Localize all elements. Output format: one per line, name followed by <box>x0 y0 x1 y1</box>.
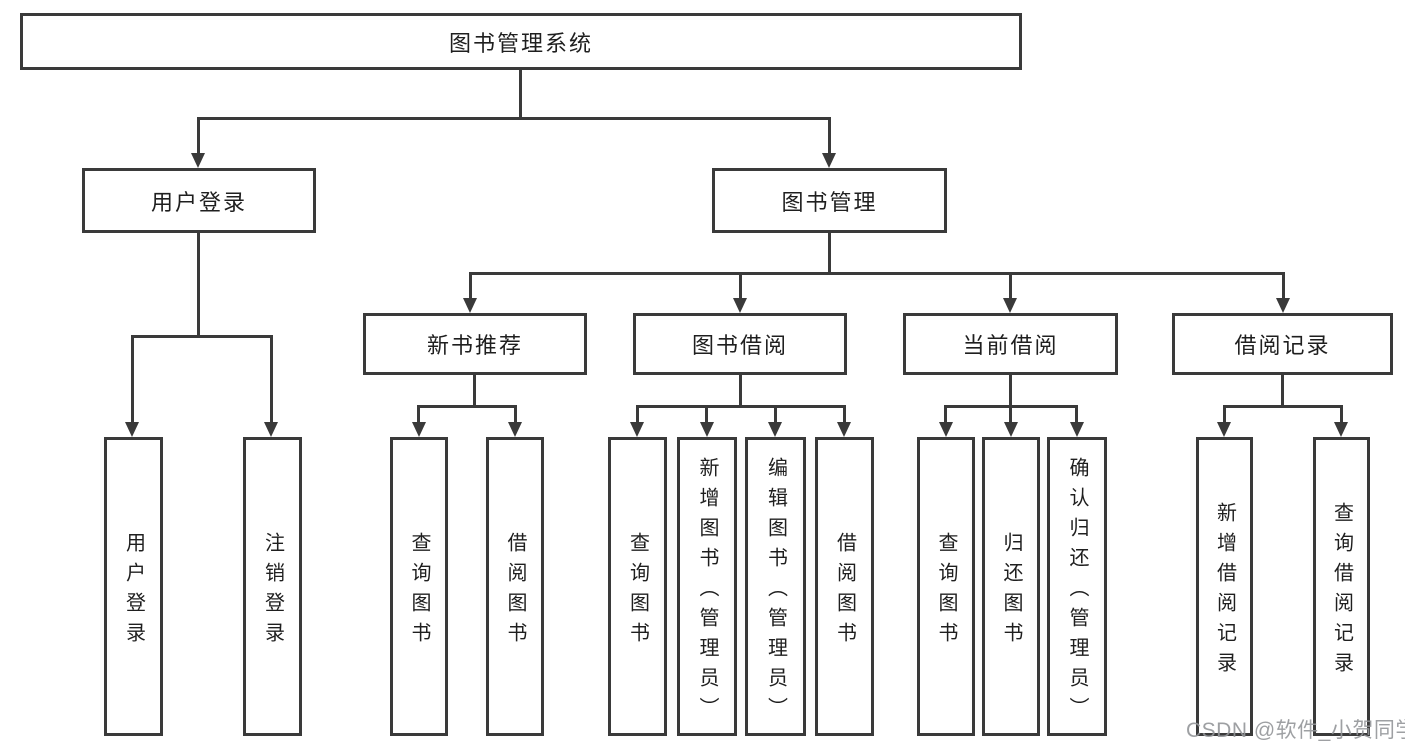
connector-line <box>843 405 846 422</box>
leaf-logout: 注销登录 <box>243 437 302 736</box>
connector-line <box>1009 405 1012 422</box>
arrowhead-down <box>822 153 836 168</box>
connector-line <box>1223 405 1226 422</box>
leaf-add-book-admin: 新增图书（管理员） <box>677 437 737 736</box>
node-label: 借阅记录 <box>1234 333 1331 358</box>
connector-line <box>636 405 639 422</box>
arrowhead-down <box>1070 422 1084 437</box>
arrowhead-down <box>125 422 139 437</box>
connector-line <box>131 335 134 422</box>
connector-line <box>519 70 522 118</box>
connector-line <box>739 272 742 298</box>
leaf-return-book: 归还图书 <box>982 437 1040 736</box>
connector-line <box>417 405 517 408</box>
leaf-add-borrow-record: 新增借阅记录 <box>1196 437 1253 736</box>
arrowhead-down <box>264 422 278 437</box>
leaf-query-borrow-record: 查询借阅记录 <box>1313 437 1370 736</box>
node-borrow-records: 借阅记录 <box>1172 313 1393 375</box>
node-current-borrow: 当前借阅 <box>903 313 1118 375</box>
connector-line <box>1075 405 1078 422</box>
arrowhead-down <box>508 422 522 437</box>
leaf-label: 用户登录 <box>122 531 145 652</box>
leaf-label: 借阅图书 <box>833 531 856 652</box>
node-new-book-recommend: 新书推荐 <box>363 313 587 375</box>
arrowhead-down <box>1276 298 1290 313</box>
arrowhead-down <box>1217 422 1231 437</box>
node-book-management: 图书管理 <box>712 168 947 233</box>
leaf-user-login: 用户登录 <box>104 437 163 736</box>
arrowhead-down <box>1334 422 1348 437</box>
node-book-borrow: 图书借阅 <box>633 313 847 375</box>
arrowhead-down <box>837 422 851 437</box>
connector-line <box>774 405 777 422</box>
connector-line <box>1009 375 1012 406</box>
arrowhead-down <box>191 153 205 168</box>
connector-line <box>944 405 947 422</box>
node-label: 图书管理系统 <box>448 30 593 56</box>
node-label: 用户登录 <box>150 189 247 215</box>
node-root-library-system: 图书管理系统 <box>20 13 1022 70</box>
node-label: 当前借阅 <box>962 333 1059 358</box>
leaf-label: 查询借阅记录 <box>1330 501 1353 682</box>
arrowhead-down <box>768 422 782 437</box>
arrowhead-down <box>939 422 953 437</box>
connector-line <box>739 375 742 406</box>
connector-line <box>469 272 1285 275</box>
arrowhead-down <box>1003 298 1017 313</box>
connector-line <box>828 233 831 273</box>
arrowhead-down <box>412 422 426 437</box>
arrowhead-down <box>733 298 747 313</box>
connector-line <box>1281 375 1284 406</box>
arrowhead-down <box>630 422 644 437</box>
leaf-label: 查询图书 <box>935 531 957 652</box>
arrowhead-down <box>1004 422 1018 437</box>
node-label: 图书借阅 <box>691 333 788 358</box>
connector-line <box>1009 272 1012 298</box>
connector-line <box>469 272 472 298</box>
leaf-confirm-return-admin: 确认归还（管理员） <box>1047 437 1107 736</box>
node-label: 图书管理 <box>781 189 878 215</box>
leaf-label: 编辑图书（管理员） <box>764 456 787 727</box>
leaf-edit-book-admin: 编辑图书（管理员） <box>745 437 806 736</box>
csdn-watermark: CSDN @软件_小贺同学 <box>1186 719 1405 742</box>
leaf-borrow-books-recommend: 借阅图书 <box>486 437 544 736</box>
connector-line <box>131 335 273 338</box>
connector-line <box>197 117 200 153</box>
leaf-label: 注销登录 <box>261 531 284 652</box>
node-user-login: 用户登录 <box>82 168 316 233</box>
leaf-label: 归还图书 <box>1000 531 1022 652</box>
connector-line <box>828 117 831 153</box>
arrowhead-down <box>463 298 477 313</box>
leaf-label: 借阅图书 <box>504 531 526 652</box>
connector-line <box>1282 272 1285 298</box>
leaf-borrow-books-borrow: 借阅图书 <box>815 437 874 736</box>
connector-line <box>705 405 708 422</box>
connector-line <box>270 335 273 422</box>
leaf-label: 查询图书 <box>408 531 430 652</box>
node-label: 新书推荐 <box>426 333 523 358</box>
leaf-label: 查询图书 <box>626 531 649 652</box>
connector-line <box>473 375 476 406</box>
leaf-label: 新增借阅记录 <box>1213 501 1236 682</box>
connector-line <box>514 405 517 422</box>
connector-line <box>197 233 200 336</box>
connector-line <box>1340 405 1343 422</box>
leaf-query-books-current: 查询图书 <box>917 437 975 736</box>
leaf-query-books-borrow: 查询图书 <box>608 437 667 736</box>
leaf-label: 新增图书（管理员） <box>696 456 718 727</box>
connector-line <box>417 405 420 422</box>
leaf-query-books-recommend: 查询图书 <box>390 437 448 736</box>
connector-line <box>1223 405 1343 408</box>
arrowhead-down <box>700 422 714 437</box>
connector-line <box>197 117 831 120</box>
leaf-label: 确认归还（管理员） <box>1066 456 1088 727</box>
connector-line <box>636 405 846 408</box>
